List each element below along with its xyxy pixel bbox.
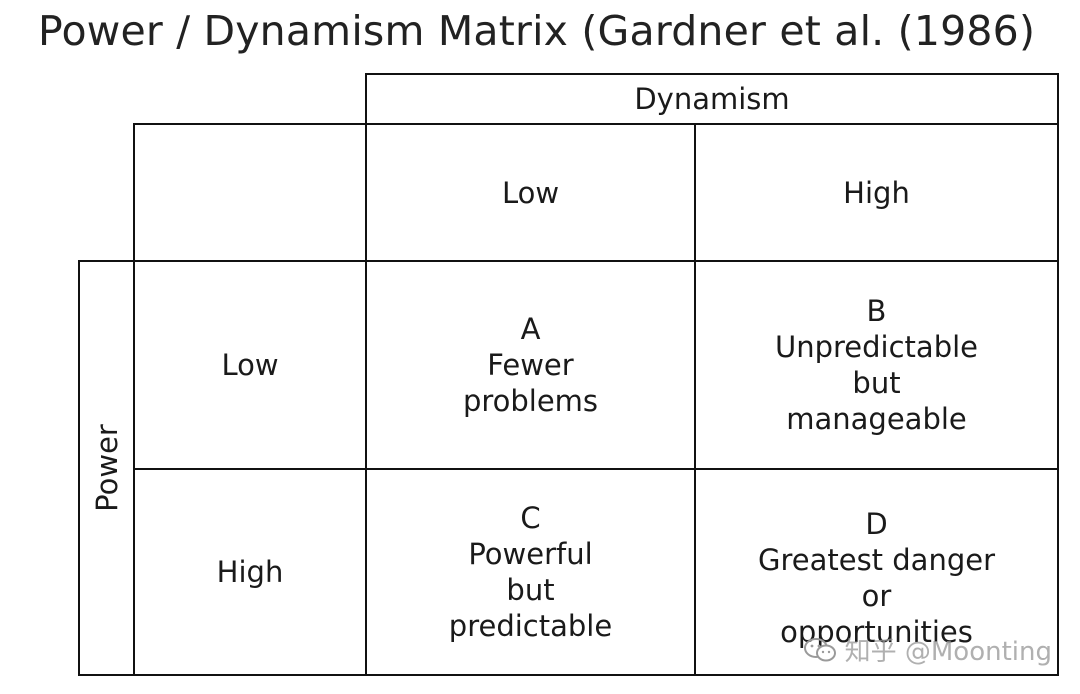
- quadrant-d-line-1: Greatest danger: [757, 543, 995, 577]
- row-header-high-label: High: [216, 555, 284, 589]
- quadrant-b-line-2: but: [852, 366, 901, 400]
- quadrant-b-line-3: manageable: [786, 402, 967, 436]
- watermark-text: 知乎 @Moonting: [844, 637, 1052, 667]
- row-header-low: Low: [133, 260, 367, 470]
- dynamism-axis-label: Dynamism: [634, 82, 790, 116]
- quadrant-a: A Fewer problems: [365, 260, 696, 470]
- column-header-high: High: [694, 123, 1059, 262]
- quadrant-d: D Greatest danger or opportunities: [694, 468, 1059, 676]
- quadrant-a-letter: A: [520, 312, 541, 346]
- row-header-low-label: Low: [221, 348, 279, 382]
- quadrant-b-letter: B: [866, 294, 887, 328]
- power-axis-label: Power: [89, 424, 124, 512]
- column-header-low: Low: [365, 123, 696, 262]
- power-axis-header: Power: [78, 260, 135, 676]
- wechat-bubble-icon: [803, 637, 836, 661]
- quadrant-c: C Powerful but predictable: [365, 468, 696, 676]
- quadrant-d-line-3: opportunities: [780, 615, 973, 649]
- quadrant-c-line-3: predictable: [448, 609, 613, 643]
- quadrant-a-line-2: problems: [462, 384, 599, 418]
- quadrant-c-line-1: Powerful: [468, 537, 593, 571]
- column-header-low-label: Low: [501, 175, 560, 210]
- quadrant-c-letter: C: [520, 501, 541, 535]
- column-header-high-label: High: [843, 175, 910, 210]
- quadrant-b-line-1: Unpredictable: [775, 330, 978, 364]
- dynamism-axis-header: Dynamism: [365, 73, 1059, 125]
- quadrant-a-line-1: Fewer: [487, 348, 574, 382]
- corner-cell: [133, 123, 367, 262]
- watermark: 知乎 @Moonting: [803, 631, 1052, 668]
- quadrant-d-line-2: or: [861, 579, 892, 613]
- quadrant-d-letter: D: [865, 507, 888, 541]
- quadrant-c-line-2: but: [506, 573, 555, 607]
- quadrant-b: B Unpredictable but manageable: [694, 260, 1059, 470]
- row-header-high: High: [133, 468, 367, 676]
- diagram-title: Power / Dynamism Matrix (Gardner et al. …: [38, 7, 1036, 55]
